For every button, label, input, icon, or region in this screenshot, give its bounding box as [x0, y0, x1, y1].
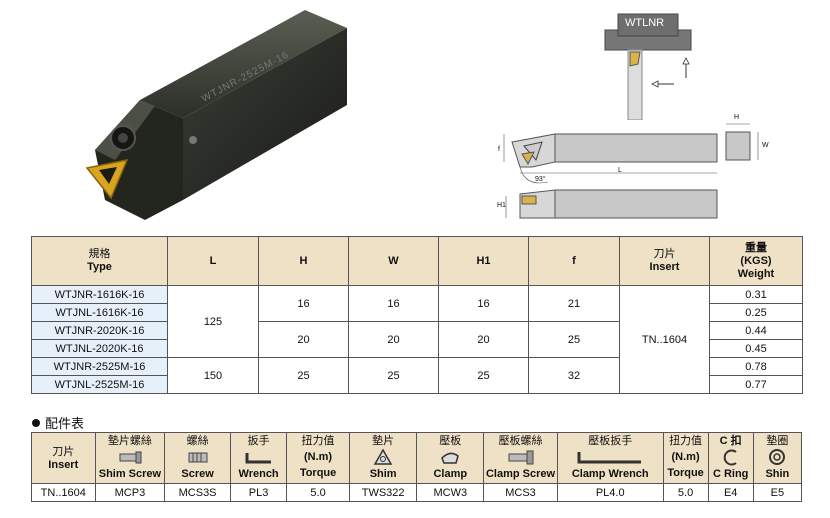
table-row: WTJNR-2525M-16 150 25 25 25 32 0.78 — [31, 357, 803, 394]
dim-f-label: f — [498, 146, 500, 153]
parts-section-title: 配件表 — [32, 413, 84, 432]
parts-cell: TN..1604 — [31, 483, 96, 502]
dimension-drawing — [503, 123, 759, 219]
type-cell: WTJNR-1616K-16 — [31, 285, 168, 304]
l-cell: 125 — [167, 285, 259, 358]
w-cell: 16 — [348, 285, 439, 322]
parts-header-shin: 墊圈 Shin — [752, 432, 803, 484]
shim-icon — [350, 448, 417, 468]
dim-l-label: L — [618, 167, 622, 174]
shim-screw-icon — [96, 448, 165, 468]
header-weight: 重量(KGS)Weight — [709, 236, 803, 286]
type-cell: WTJNL-2525M-16 — [31, 375, 168, 394]
weight-cell: 0.44 — [709, 321, 803, 340]
h1-cell: 25 — [438, 357, 529, 394]
w-cell: 25 — [348, 357, 439, 394]
dim-w-label: W — [762, 142, 769, 149]
bullet-icon — [32, 419, 40, 427]
parts-header-torque-2: 扭力值(N.m)Torque — [662, 432, 709, 484]
h-cell: 20 — [258, 321, 349, 358]
parts-cell: MCP3 — [94, 483, 166, 502]
parts-cell: 5.0 — [286, 483, 350, 502]
parts-header-c-ring: C 扣 C Ring — [707, 432, 754, 484]
dim-angle-label: 93° — [535, 176, 546, 183]
header-f: f — [528, 236, 620, 286]
dim-h1-label: H1 — [497, 202, 506, 209]
l-cell: 150 — [167, 357, 259, 394]
parts-header-clamp-screw: 壓板螺絲 Clamp Screw — [483, 432, 558, 484]
parts-header-shim-screw: 墊片螺絲 Shim Screw — [94, 432, 166, 484]
parts-header-torque: 扭力值(N.m)Torque — [286, 432, 350, 484]
table-row: TN..1604 MCP3 MCS3S PL3 5.0 TWS322 MCW3 … — [31, 483, 803, 502]
parts-cell: TWS322 — [348, 483, 418, 502]
type-cell: WTJNL-2020K-16 — [31, 339, 168, 358]
parts-cell: E5 — [752, 483, 803, 502]
top-view-label: WTLNR — [625, 17, 665, 29]
table-row: WTJNR-2020K-16 20 20 20 25 0.44 — [31, 321, 803, 358]
clamp-screw-icon — [484, 448, 557, 468]
h1-cell: 16 — [438, 285, 529, 322]
parts-cell: E4 — [707, 483, 754, 502]
parts-header-screw: 螺絲 Screw — [164, 432, 231, 484]
parts-cell: PL4.0 — [556, 483, 664, 502]
w-cell: 20 — [348, 321, 439, 358]
weight-cell: 0.78 — [709, 357, 803, 376]
parts-header-wrench: 扳手 Wrench — [229, 432, 288, 484]
h-cell: 16 — [258, 285, 349, 322]
type-cell: WTJNR-2525M-16 — [31, 357, 168, 376]
parts-cell: MCS3 — [483, 483, 558, 502]
parts-header-clamp: 壓板 Clamp — [416, 432, 485, 484]
header-h: H — [258, 236, 349, 286]
header-w: W — [348, 236, 439, 286]
type-cell: WTJNR-2020K-16 — [31, 321, 168, 340]
tool-holder-image — [85, 10, 347, 220]
table-row: WTJNR-1616K-16 125 16 16 16 21 TN..1604 … — [31, 285, 803, 394]
header-h1: H1 — [438, 236, 529, 286]
washer-icon — [754, 448, 801, 468]
parts-header-shim: 墊片 Shim — [348, 432, 418, 484]
c-ring-icon — [709, 448, 753, 468]
dim-h-label: H — [734, 114, 740, 121]
clamp-icon — [417, 448, 483, 468]
parts-cell: PL3 — [229, 483, 288, 502]
parts-cell: MCS3S — [164, 483, 231, 502]
h1-cell: 20 — [438, 321, 529, 358]
f-cell: 21 — [528, 285, 620, 322]
weight-cell: 0.31 — [709, 285, 803, 304]
weight-cell: 0.25 — [709, 303, 803, 322]
parts-header-clamp-wrench: 壓板扳手 Clamp Wrench — [556, 432, 664, 484]
table-row: WTJNL-1616K-16 0.25 — [31, 303, 803, 322]
weight-cell: 0.77 — [709, 375, 803, 394]
f-cell: 32 — [528, 357, 620, 394]
table-row: WTJNL-2525M-16 0.77 — [31, 375, 803, 394]
weight-cell: 0.45 — [709, 339, 803, 358]
parts-cell: MCW3 — [416, 483, 485, 502]
f-cell: 25 — [528, 321, 620, 358]
wrench-icon — [231, 448, 286, 468]
orientation-diagram — [604, 13, 692, 120]
table-row: WTJNL-2020K-16 0.45 — [31, 339, 803, 358]
h-cell: 25 — [258, 357, 349, 394]
type-cell: WTJNL-1616K-16 — [31, 303, 168, 322]
screw-icon — [165, 448, 230, 468]
parts-cell: 5.0 — [662, 483, 709, 502]
header-l: L — [167, 236, 259, 286]
insert-cell: TN..1604 — [619, 285, 710, 394]
clamp-wrench-icon — [558, 448, 663, 468]
